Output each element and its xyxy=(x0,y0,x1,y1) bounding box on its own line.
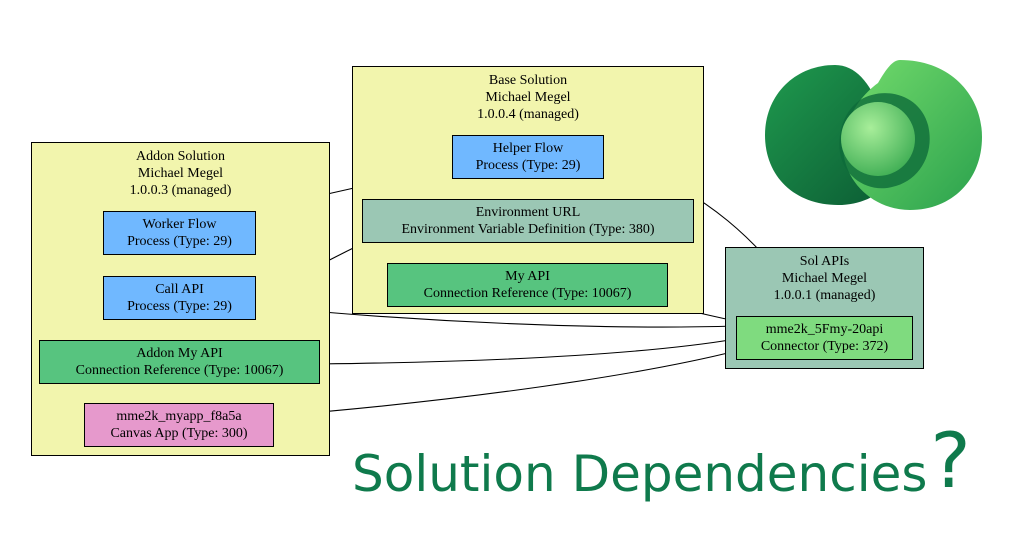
node-type: Canvas App (Type: 300) xyxy=(110,426,248,441)
node-canvas-app[interactable]: mme2k_myapp_f8a5a Canvas App (Type: 300) xyxy=(84,403,274,447)
node-label: mme2k_5Fmy-20api xyxy=(765,322,884,337)
node-helper-flow[interactable]: Helper Flow Process (Type: 29) xyxy=(452,135,604,179)
node-type: Connector (Type: 372) xyxy=(760,339,889,354)
cluster-version: 1.0.0.4 (managed) xyxy=(477,107,579,122)
node-type: Connection Reference (Type: 10067) xyxy=(423,286,632,301)
node-connector[interactable]: mme2k_5Fmy-20api Connector (Type: 372) xyxy=(736,316,913,360)
cluster-base-solution-header: Base Solution Michael Megel 1.0.0.4 (man… xyxy=(353,72,703,123)
node-label: Call API xyxy=(155,282,204,297)
node-type: Process (Type: 29) xyxy=(127,299,232,314)
cluster-name: Addon Solution xyxy=(135,149,226,164)
node-my-api[interactable]: My API Connection Reference (Type: 10067… xyxy=(387,263,668,307)
node-worker-flow[interactable]: Worker Flow Process (Type: 29) xyxy=(103,211,256,255)
node-label: Environment URL xyxy=(475,205,581,220)
cluster-name: Sol APIs xyxy=(799,254,850,269)
cluster-version: 1.0.0.1 (managed) xyxy=(773,288,876,303)
node-type: Process (Type: 29) xyxy=(475,158,581,173)
node-label: My API xyxy=(505,269,550,284)
page-title: Solution Dependencies ? xyxy=(352,404,971,504)
node-environment-url[interactable]: Environment URL Environment Variable Def… xyxy=(362,199,694,243)
dataverse-logo-icon xyxy=(765,60,982,210)
cluster-sol-apis-header: Sol APIs Michael Megel 1.0.0.1 (managed) xyxy=(726,253,923,304)
node-type: Process (Type: 29) xyxy=(127,234,232,249)
node-type: Environment Variable Definition (Type: 3… xyxy=(401,222,655,237)
node-type: Connection Reference (Type: 10067) xyxy=(75,363,284,378)
title-text: Solution Dependencies xyxy=(352,445,928,503)
cluster-author: Michael Megel xyxy=(781,271,868,286)
cluster-addon-solution-header: Addon Solution Michael Megel 1.0.0.3 (ma… xyxy=(32,148,329,199)
node-label: Addon My API xyxy=(136,346,223,361)
edge-addon-my-api-to-connector xyxy=(319,336,737,365)
node-label: Helper Flow xyxy=(492,141,564,156)
question-mark: ? xyxy=(930,416,971,505)
node-label: mme2k_myapp_f8a5a xyxy=(116,409,242,424)
cluster-version: 1.0.0.3 (managed) xyxy=(129,183,232,198)
node-label: Worker Flow xyxy=(142,217,217,232)
node-addon-my-api[interactable]: Addon My API Connection Reference (Type:… xyxy=(39,340,320,384)
cluster-author: Michael Megel xyxy=(485,90,571,105)
cluster-name: Base Solution xyxy=(488,73,568,88)
cluster-author: Michael Megel xyxy=(137,166,224,181)
edge-canvas-app-to-connector xyxy=(273,349,737,417)
node-call-api[interactable]: Call API Process (Type: 29) xyxy=(103,276,256,320)
